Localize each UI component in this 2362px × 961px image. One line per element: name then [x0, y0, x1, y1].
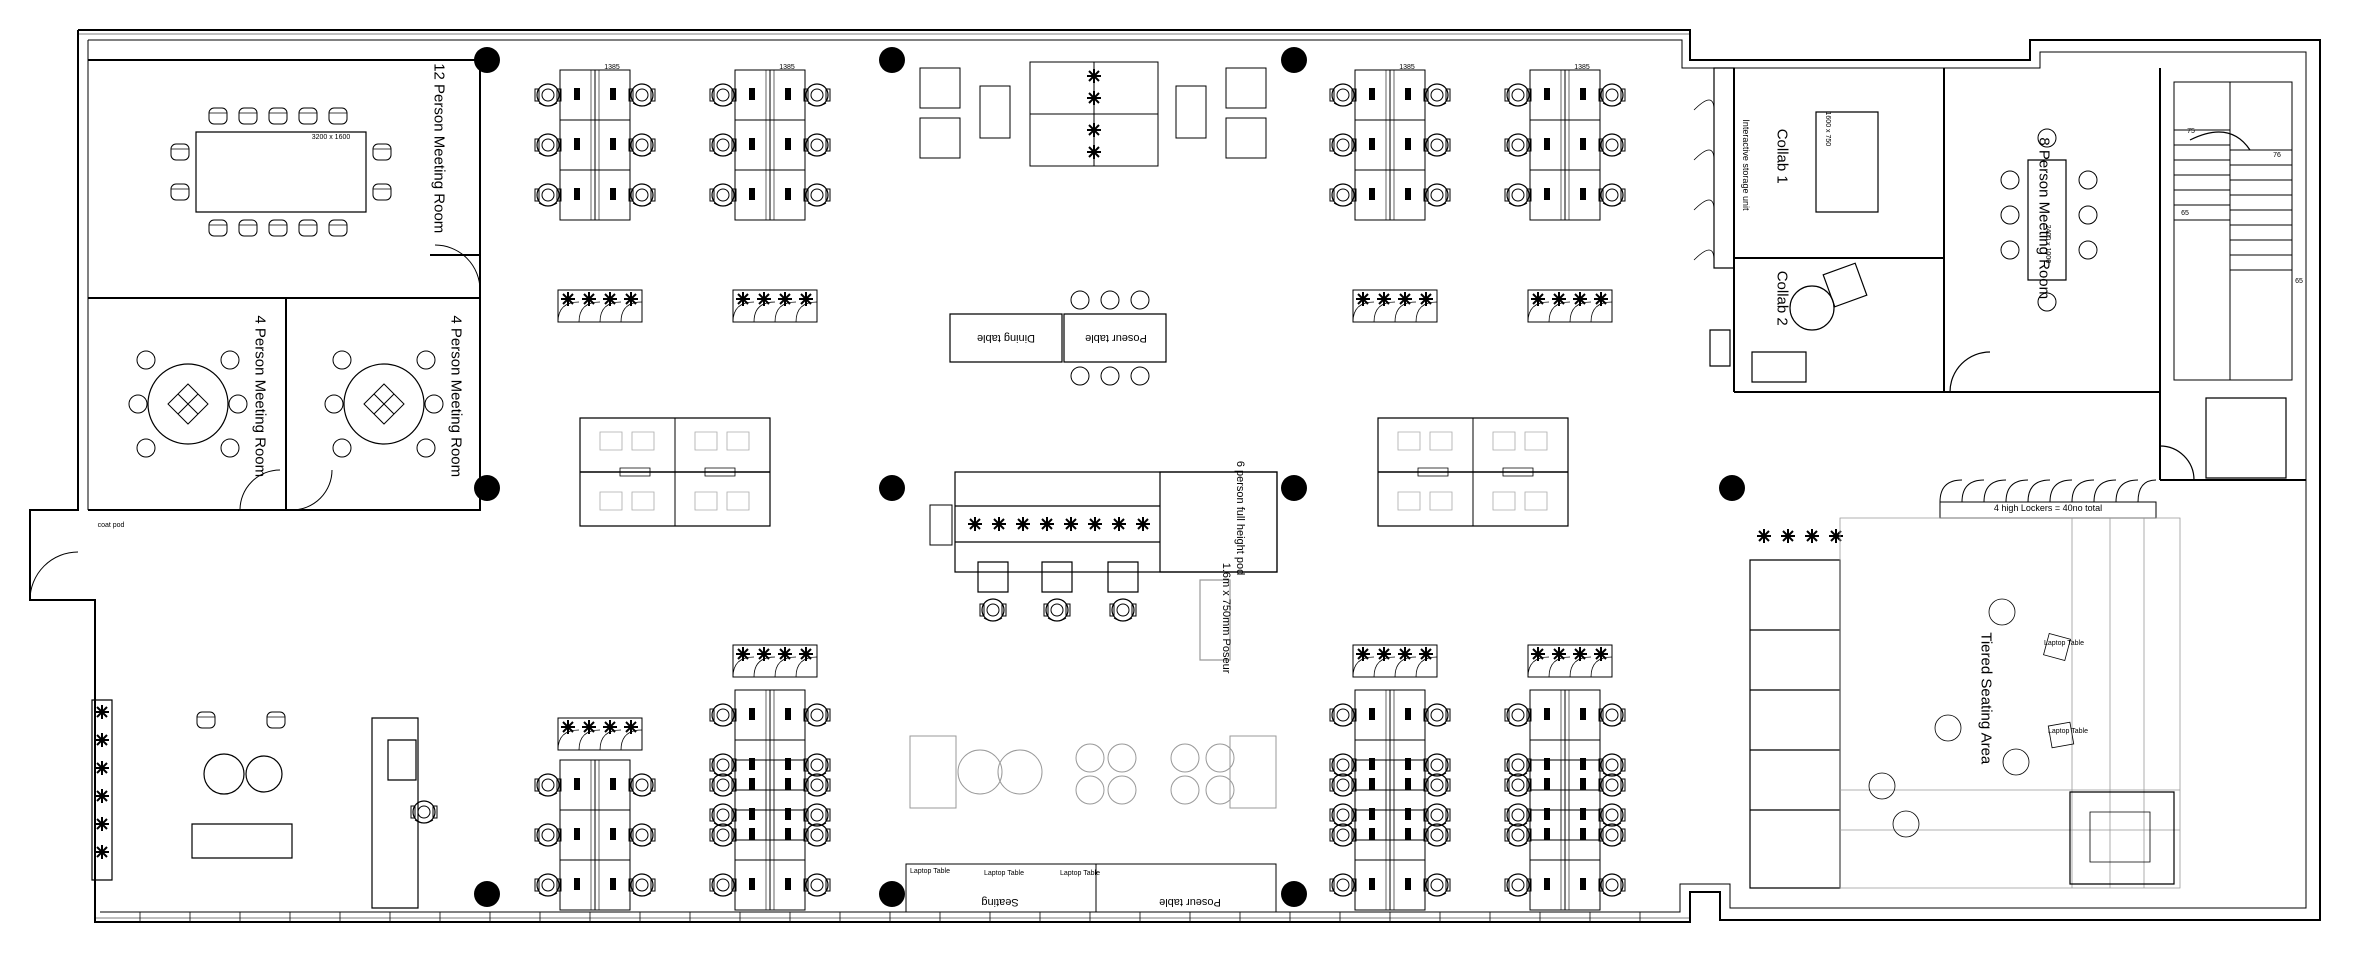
- desk-cluster-bottom-2b: [710, 760, 830, 910]
- meeting-room-walls: [88, 60, 480, 510]
- lounge-top: [920, 62, 1266, 166]
- label-laptop-3: Laptop Table: [1060, 870, 1100, 877]
- desk-size-4: 1385: [1574, 64, 1590, 71]
- booths-left: [579, 417, 771, 527]
- structural-columns: [474, 47, 1745, 907]
- label-laptop-2: Laptop Table: [984, 870, 1024, 877]
- cafe-seating: [906, 736, 1276, 912]
- label-poseur-table: Poseur table: [1085, 332, 1147, 345]
- stair: [2174, 82, 2292, 380]
- desk-cluster-top-1: [535, 70, 655, 220]
- dining-poseur: [950, 290, 1166, 386]
- desk-cluster-top-2: [710, 70, 830, 220]
- room-label-meeting4b: 4 Person Meeting Room: [447, 315, 465, 478]
- round-table-4b: [324, 350, 444, 458]
- booths-right: [1377, 417, 1569, 527]
- stair-number-1: 75: [2187, 128, 2195, 135]
- meeting-table-12: [170, 107, 392, 237]
- label-coat-pod: coat pod: [97, 522, 125, 529]
- collab-furniture: [1694, 68, 2286, 480]
- label-storage-unit: Interactive storage unit: [1740, 119, 1751, 211]
- label-poseur-size: 1.6m x 750mm Poseur: [1220, 562, 1233, 674]
- room-label-collab1: Collab 1: [1773, 128, 1791, 184]
- tiered-seating: [1840, 518, 2180, 888]
- outer-walls: [30, 30, 2320, 922]
- label-table8-size: 2400 x 1000: [2043, 224, 2051, 264]
- lounge-right: [1750, 528, 1844, 888]
- desk-size-1: 1385: [604, 64, 620, 71]
- desk-cluster-bottom-1: [535, 760, 655, 910]
- label-laptop-1: Laptop Table: [910, 868, 950, 875]
- room-label-meeting12: 12 Person Meeting Room: [430, 63, 448, 234]
- desk-cluster-top-3: [1330, 70, 1450, 220]
- label-collab1-size: 1600 x 750: [1823, 111, 1831, 147]
- label-dining-table: Dining table: [976, 332, 1036, 345]
- room-label-meeting4a: 4 Person Meeting Room: [251, 315, 269, 478]
- central-pod: [930, 472, 1277, 660]
- round-table-4a: [128, 350, 248, 458]
- room-label-tiered: Tiered Seating Area: [1977, 632, 1995, 765]
- label-laptop-5: Laptop Table: [2048, 728, 2088, 735]
- stair-number-2: 76: [2273, 152, 2281, 159]
- window-ticks: [140, 912, 1640, 922]
- label-lockers: 4 high Lockers = 40no total: [1993, 503, 2103, 513]
- desk-cluster-bottom-4b: [1505, 760, 1625, 910]
- desk-cluster-top-4: [1505, 70, 1625, 220]
- planters-top: [558, 290, 1612, 322]
- planters-bottom: [558, 645, 1612, 750]
- desk-cluster-bottom-3b: [1330, 760, 1450, 910]
- meeting-doors: [30, 245, 480, 600]
- label-poseur-table-bottom: Poseur table: [1159, 896, 1221, 909]
- label-table12-size: 3200 x 1600: [311, 134, 351, 141]
- stair-number-4: 65: [2295, 278, 2303, 285]
- reception-lounge: [92, 700, 438, 908]
- label-seating: Seating: [981, 896, 1019, 909]
- label-laptop-4: Laptop Table: [2044, 640, 2084, 647]
- label-pod: 6 person full height pod: [1234, 460, 1247, 576]
- desk-size-2: 1385: [779, 64, 795, 71]
- desk-size-3: 1385: [1399, 64, 1415, 71]
- stair-number-3: 65: [2181, 210, 2189, 217]
- room-label-collab2: Collab 2: [1773, 270, 1791, 326]
